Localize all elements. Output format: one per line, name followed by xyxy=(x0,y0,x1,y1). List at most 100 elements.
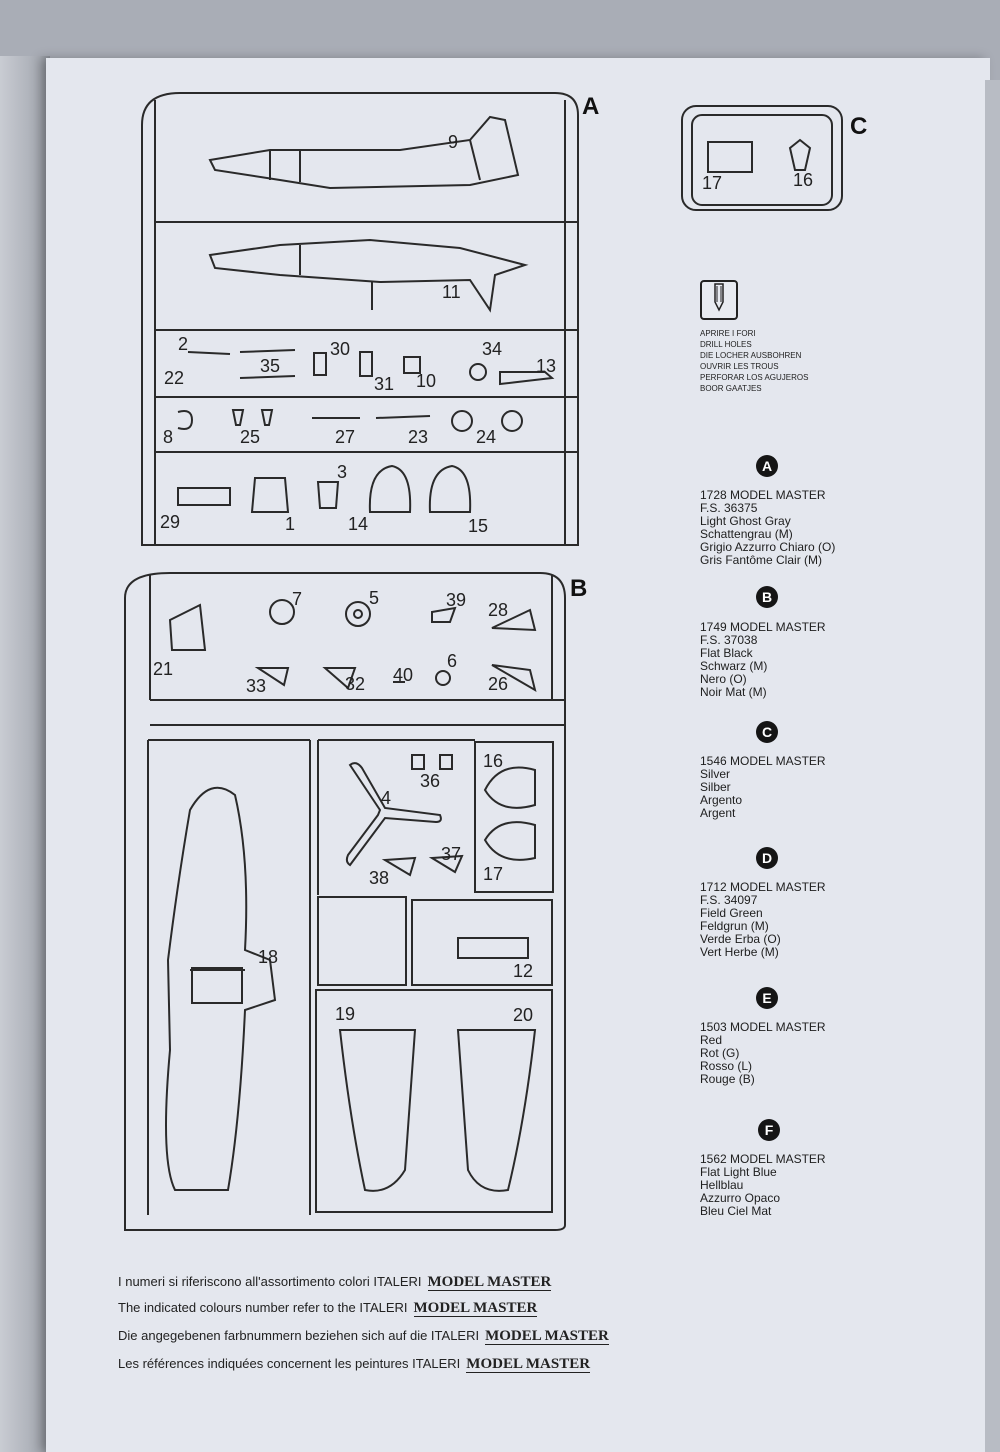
part-28 xyxy=(491,608,537,632)
part-33 xyxy=(254,667,290,687)
paint-entry-a: 1728 MODEL MASTER F.S. 36375 Light Ghost… xyxy=(700,489,900,567)
label-6: 6 xyxy=(447,651,457,671)
label-35: 35 xyxy=(260,356,280,376)
paint-line: Argento xyxy=(700,793,743,807)
label-9: 9 xyxy=(448,132,458,152)
label-8: 8 xyxy=(163,427,173,447)
label-15: 15 xyxy=(468,516,488,536)
paint-badge-f: F xyxy=(758,1119,780,1141)
label-22: 22 xyxy=(164,368,184,388)
model-master-logo: MODEL MASTER xyxy=(413,1300,538,1317)
paint-line: Azzurro Opaco xyxy=(700,1191,781,1205)
part-32 xyxy=(322,667,357,690)
part-c-17 xyxy=(707,141,753,173)
drill-line-fr: OUVRIR LES TROUS xyxy=(700,362,779,371)
label-36: 36 xyxy=(420,771,440,791)
footer-note-fr: Les références indiquées concernent les … xyxy=(118,1356,718,1373)
wing-part-19 xyxy=(338,1029,417,1192)
model-master-logo: MODEL MASTER xyxy=(466,1356,591,1373)
label-2: 2 xyxy=(178,334,188,354)
paint-entry-f: 1562 MODEL MASTER Flat Light Blue Hellbl… xyxy=(700,1153,900,1218)
part-26 xyxy=(491,664,537,693)
sprue-a-frame xyxy=(141,92,579,546)
paint-badge-e: E xyxy=(756,987,778,1009)
paint-line: Schwarz (M) xyxy=(700,659,768,673)
sprue-c-frame xyxy=(681,105,843,211)
label-4: 4 xyxy=(381,788,391,808)
page-fold xyxy=(0,56,50,1452)
label-16: 16 xyxy=(483,751,503,771)
footer-note-de: Die angegebenen farbnummern beziehen sic… xyxy=(118,1328,718,1345)
part-5 xyxy=(345,601,371,627)
label-19: 19 xyxy=(335,1004,355,1024)
label-39: 39 xyxy=(446,590,466,610)
footer-text: I numeri si riferiscono all'assortimento… xyxy=(118,1274,422,1289)
part-15 xyxy=(428,464,472,513)
part-7 xyxy=(269,599,295,625)
part-35 xyxy=(239,349,296,379)
paint-badge-b: B xyxy=(756,586,778,608)
paint-code: 1712 MODEL MASTER xyxy=(700,880,826,894)
label-33: 33 xyxy=(246,676,266,696)
label-26: 26 xyxy=(488,674,508,694)
part-29 xyxy=(177,487,231,506)
label-17: 17 xyxy=(483,864,503,884)
drill-line-de: DIE LOCHER AUSBOHREN xyxy=(700,351,802,360)
label-20: 20 xyxy=(513,1005,533,1025)
label-18: 18 xyxy=(258,947,278,967)
part-16 xyxy=(483,766,536,809)
paint-line: Silver xyxy=(700,767,731,781)
paint-code: 1749 MODEL MASTER xyxy=(700,620,826,634)
part-3 xyxy=(316,481,340,509)
paint-line: Schattengrau (M) xyxy=(700,527,793,541)
footer-note-en: The indicated colours number refer to th… xyxy=(118,1300,718,1317)
part-36 xyxy=(411,754,425,770)
paint-line: Nero (O) xyxy=(700,672,747,686)
label-28: 28 xyxy=(488,600,508,620)
label-40: 40 xyxy=(393,665,413,685)
sprue-b-frame xyxy=(124,572,566,1231)
wing-part-20 xyxy=(456,1029,537,1192)
paint-line: Feldgrun (M) xyxy=(700,919,769,933)
label-3: 3 xyxy=(337,462,347,482)
paint-badge-c: C xyxy=(756,721,778,743)
part-17 xyxy=(483,821,536,861)
paint-badge-d: D xyxy=(756,847,778,869)
paint-code: 1503 MODEL MASTER xyxy=(700,1020,826,1034)
part-34 xyxy=(469,363,487,381)
part-37 xyxy=(428,854,464,874)
paint-entry-c: 1546 MODEL MASTER Silver Silber Argento … xyxy=(700,755,900,820)
drill-line-es: PERFORAR LOS AGUJEROS xyxy=(700,373,809,382)
label-5: 5 xyxy=(369,588,379,608)
label-10: 10 xyxy=(416,371,436,391)
fuselage-part-11 xyxy=(208,238,529,313)
paint-line: F.S. 36375 xyxy=(700,501,758,515)
paint-line: Rosso (L) xyxy=(700,1059,753,1073)
sprue-c-letter: C xyxy=(850,113,867,140)
drill-holes-note: APRIRE I FORI DRILL HOLES DIE LOCHER AUS… xyxy=(700,280,850,394)
fuselage-part-9 xyxy=(208,115,520,190)
label-14: 14 xyxy=(348,514,368,534)
sprue-b-letter: B xyxy=(570,575,587,602)
part-14 xyxy=(368,464,412,513)
label-25: 25 xyxy=(240,427,260,447)
paint-line: Rot (G) xyxy=(700,1046,740,1060)
part-21 xyxy=(168,603,207,651)
paint-line: F.S. 37038 xyxy=(700,633,758,647)
paint-line: Flat Black xyxy=(700,646,753,660)
part-12 xyxy=(457,937,529,959)
label-c-16: 16 xyxy=(793,170,813,190)
paint-line: Bleu Ciel Mat xyxy=(700,1204,772,1218)
part-25 xyxy=(231,409,274,426)
paint-entry-b: 1749 MODEL MASTER F.S. 37038 Flat Black … xyxy=(700,621,900,699)
paint-line: Grigio Azzurro Chiaro (O) xyxy=(700,540,836,554)
sprue-a-letter: A xyxy=(582,93,599,120)
paint-line: Rouge (B) xyxy=(700,1072,755,1086)
paint-code: 1728 MODEL MASTER xyxy=(700,488,826,502)
part-10 xyxy=(403,356,421,374)
paint-line: Light Ghost Gray xyxy=(700,514,791,528)
label-27: 27 xyxy=(335,427,355,447)
part-2 xyxy=(187,351,231,355)
drill-icon xyxy=(700,280,738,320)
